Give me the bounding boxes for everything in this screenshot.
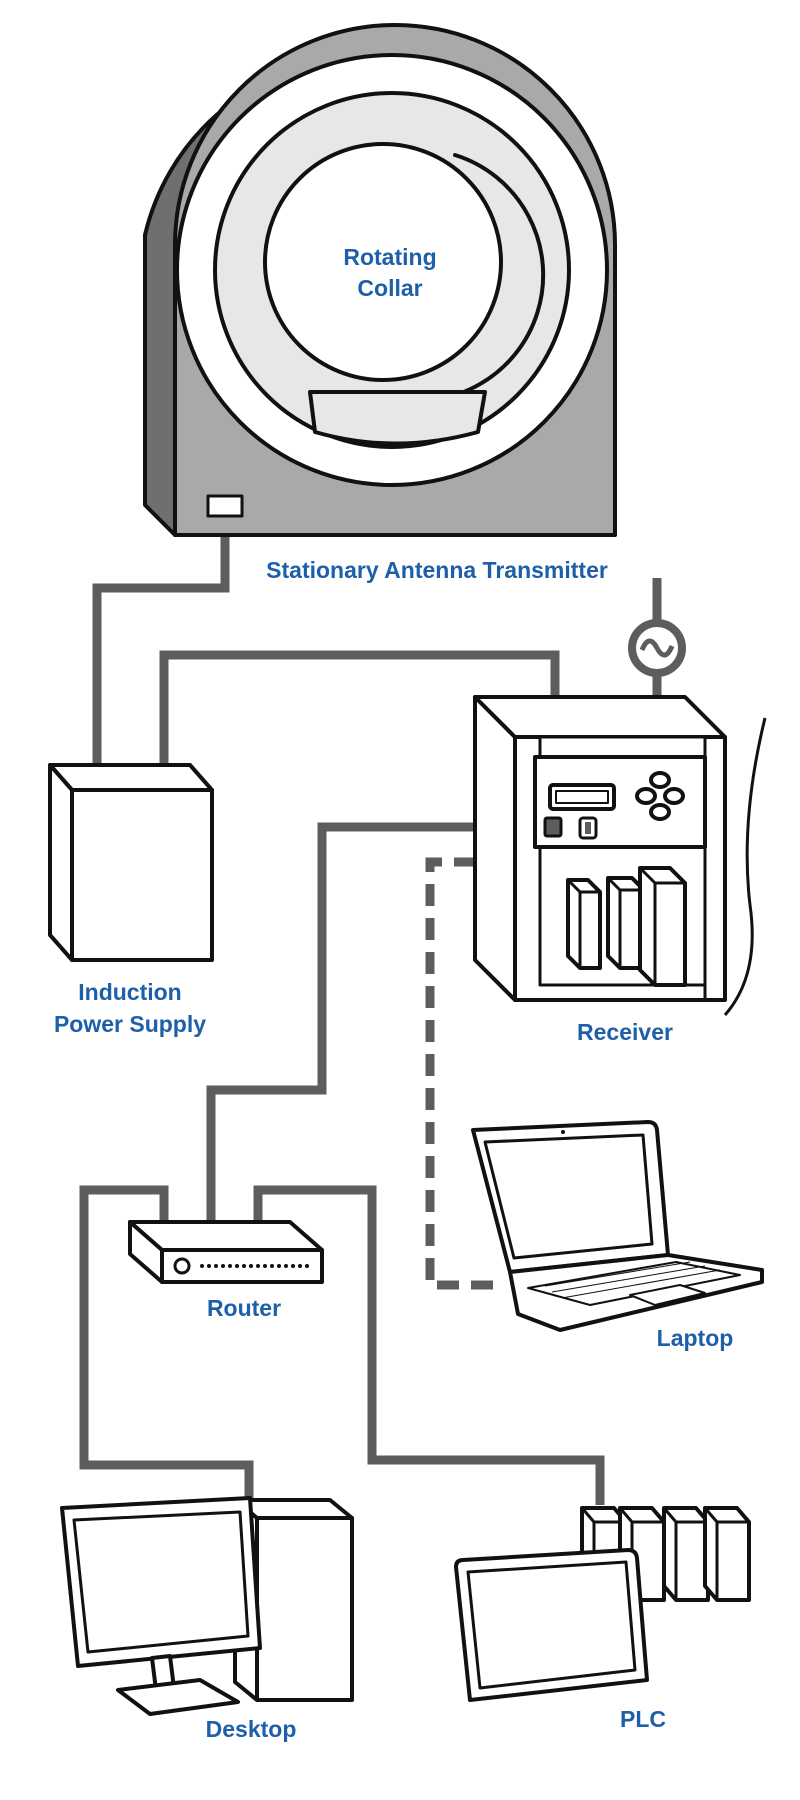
collar-label-line1: Rotating [343,244,436,270]
cable-power-to-receiver [159,650,560,778]
receiver-label: Receiver [577,1019,673,1045]
desktop-computer-icon [60,1496,354,1716]
power-supply-label-line2: Power Supply [54,1011,206,1037]
receiver-open-door [723,717,767,1016]
induction-power-supply [48,763,214,962]
laptop-touchpad [629,1284,706,1306]
cable-router-to-plc [253,1185,605,1505]
stationary-antenna-transmitter [143,23,617,537]
router-status-leds [200,1264,309,1268]
cable-transmitter-to-power [92,518,230,778]
laptop-keys [544,1261,721,1299]
receiver-module-3 [638,866,687,987]
cable-router-to-desktop [79,1185,254,1500]
receiver [473,695,767,1016]
desktop-monitor-screen [72,1510,250,1654]
receiver-ethernet-port [543,816,563,838]
plc-modules-icon [454,1506,751,1702]
receiver-dpad-right [663,787,685,805]
desktop-label: Desktop [206,1716,297,1742]
collar-label-line2: Collar [357,275,422,301]
laptop-screen [483,1133,654,1260]
antenna-plate [308,390,487,446]
transmitter-port [206,494,244,518]
router-power-button [173,1257,191,1275]
receiver-dpad-down [649,803,671,821]
power-supply-side [48,763,74,962]
collar-bore [263,142,503,382]
power-supply-top [48,763,214,792]
receiver-side-panel [473,695,517,1002]
desktop-monitor-base [116,1678,240,1716]
laptop-label: Laptop [657,1325,734,1351]
power-supply-label-line1: Induction [78,979,181,1005]
receiver-dpad-up [649,771,671,789]
router-label: Router [207,1295,281,1321]
plc-label: PLC [620,1706,666,1732]
router-icon [128,1220,324,1284]
power-supply-front [70,788,214,962]
receiver-dpad-left [635,787,657,805]
plc-touch-panel-screen [466,1560,637,1690]
laptop-icon [471,1120,764,1332]
receiver-module-1 [566,878,602,970]
laptop-camera [561,1130,565,1134]
receiver-top [473,695,727,739]
transmitter-label: Stationary Antenna Transmitter [266,557,608,583]
cable-receiver-to-router [206,822,555,1220]
desktop-tower-front [255,1516,354,1702]
